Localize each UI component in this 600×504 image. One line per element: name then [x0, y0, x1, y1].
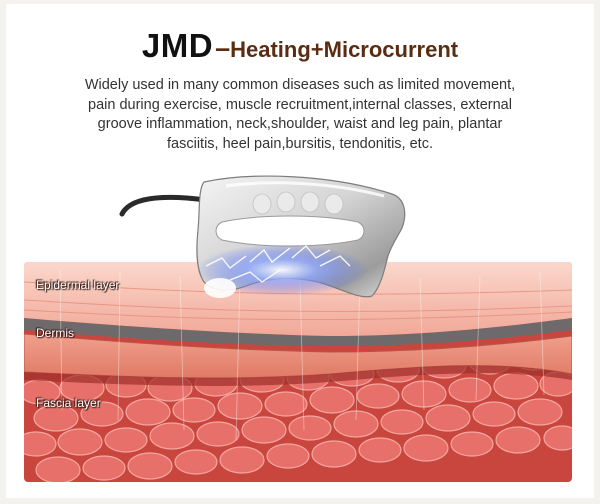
fascia-layer-label: Fascia layer	[36, 396, 101, 410]
brand-name: JMD	[141, 27, 214, 64]
description-line: groove inflammation, neck,shoulder, wais…	[97, 116, 503, 132]
epidermal-layer-label: Epidermal layer	[36, 278, 120, 292]
title-dash: –	[215, 33, 231, 63]
dermis-label: Dermis	[36, 326, 74, 340]
title-subtitle: Heating+Microcurrent	[230, 37, 459, 62]
description-line: pain during exercise, muscle recruitment…	[88, 96, 512, 113]
microcurrent-spark-icon	[196, 244, 368, 298]
page-title: JMD–Heating+Microcurrent	[0, 28, 600, 71]
description-line: Widely used in many common diseases such…	[84, 77, 516, 93]
device-cable	[119, 194, 209, 217]
description-line: fasciitis, heel pain,bursitis, tendoniti…	[167, 135, 433, 152]
membrane-band	[24, 318, 572, 346]
description: Widely used in many common diseases such…	[60, 76, 540, 154]
